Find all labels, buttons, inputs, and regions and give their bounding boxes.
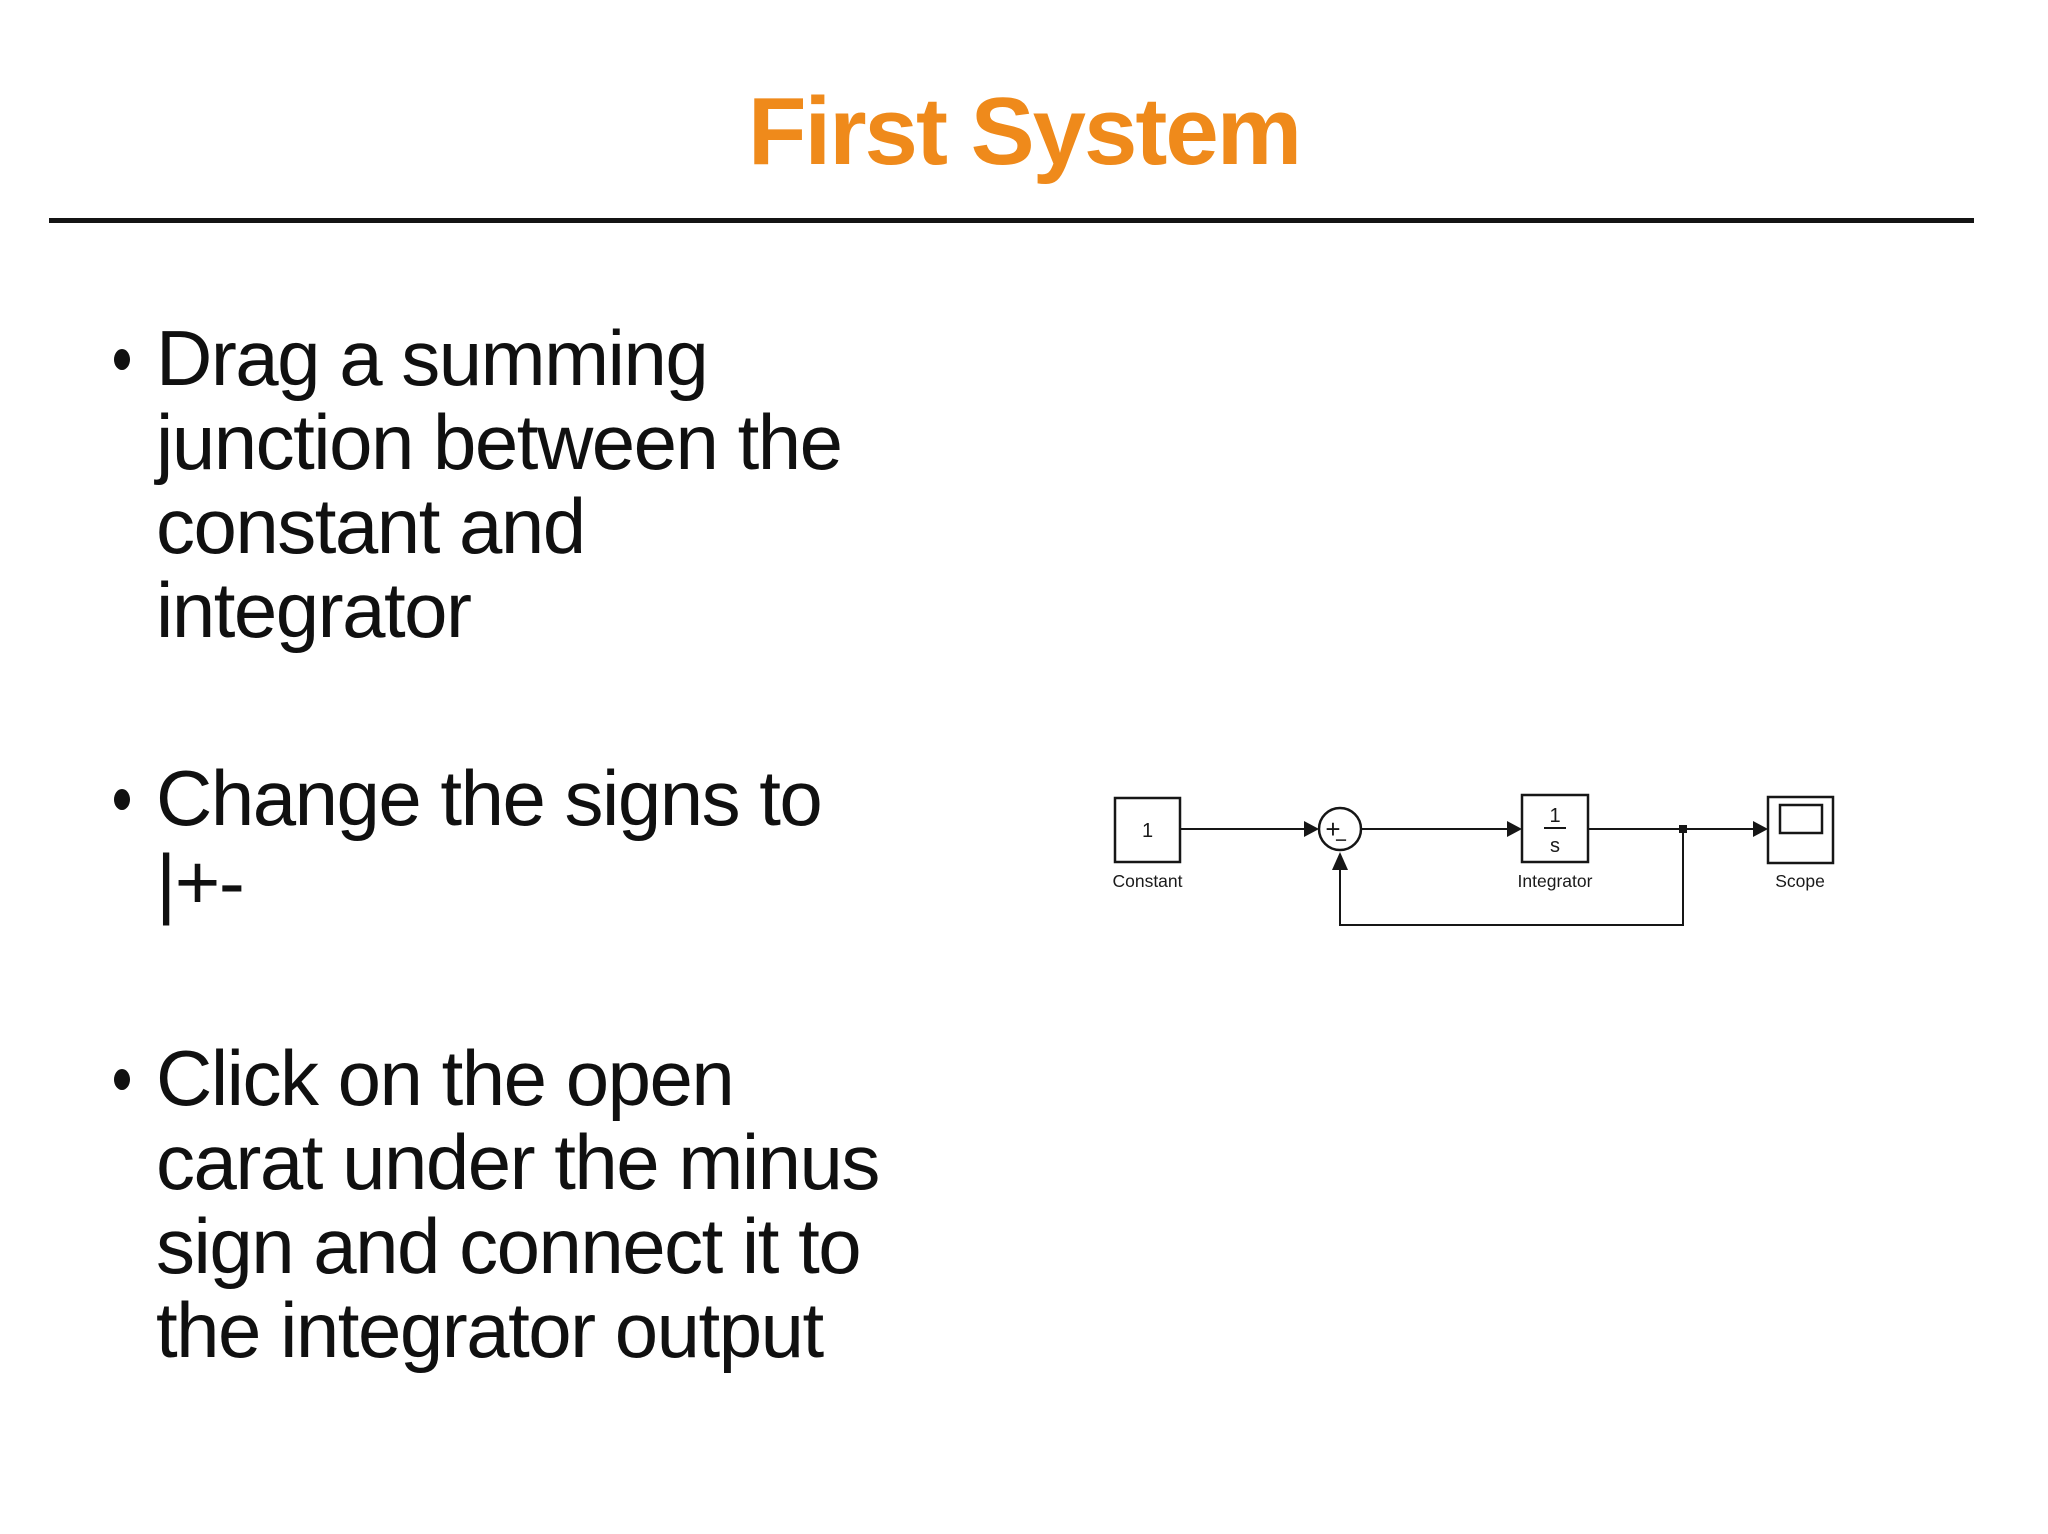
sum-junction-block xyxy=(1317,806,1363,852)
sum-minus-sign: − xyxy=(1335,829,1347,852)
bullet-dot xyxy=(114,349,130,370)
integrator-label: Integrator xyxy=(1518,871,1593,891)
title-divider xyxy=(49,218,1974,223)
bullet-line: sign and connect it to xyxy=(156,1202,862,1290)
page-title: First System xyxy=(747,78,1302,185)
sum-plus-sign: + xyxy=(1325,814,1340,844)
constant-label: Constant xyxy=(1112,871,1182,891)
bullet-line: Click on the open xyxy=(156,1034,735,1122)
simulink-block-diagram: 1 Constant + − 1 s Integrator Scope xyxy=(1093,775,1858,945)
bullet-line: Drag a summing xyxy=(156,314,709,402)
wire-feedback-loop xyxy=(1339,829,1684,926)
constant-value: 1 xyxy=(1142,820,1153,842)
bullet-line: integrator xyxy=(156,566,472,654)
bullet-item-3: Click on the open carat under the minus … xyxy=(112,1034,880,1374)
bullet-item-1: Drag a summing junction between the cons… xyxy=(112,314,843,654)
branch-point-dot xyxy=(1679,825,1687,833)
scope-screen xyxy=(1778,803,1824,835)
integrator-denominator: s xyxy=(1550,835,1560,857)
arrowhead-scope-input-icon xyxy=(1753,821,1768,837)
bullet-line: carat under the minus xyxy=(156,1118,880,1206)
constant-block xyxy=(1113,796,1182,864)
bullet-line: the integrator output xyxy=(156,1286,824,1374)
bullet-line: junction between the xyxy=(156,398,843,486)
integrator-numerator: 1 xyxy=(1549,805,1560,827)
bullet-line: |+- xyxy=(156,838,245,926)
arrowhead-integrator-input-icon xyxy=(1507,821,1522,837)
bullet-dot xyxy=(114,789,130,810)
bullet-line: constant and xyxy=(156,482,586,570)
bullet-dot xyxy=(114,1069,130,1090)
bullet-line: Change the signs to xyxy=(156,754,823,842)
arrowhead-feedback-input-icon xyxy=(1332,852,1348,870)
bullet-item-2: Change the signs to |+- xyxy=(112,754,823,926)
scope-label: Scope xyxy=(1775,871,1825,891)
arrowhead-sum-input-icon xyxy=(1304,821,1319,837)
